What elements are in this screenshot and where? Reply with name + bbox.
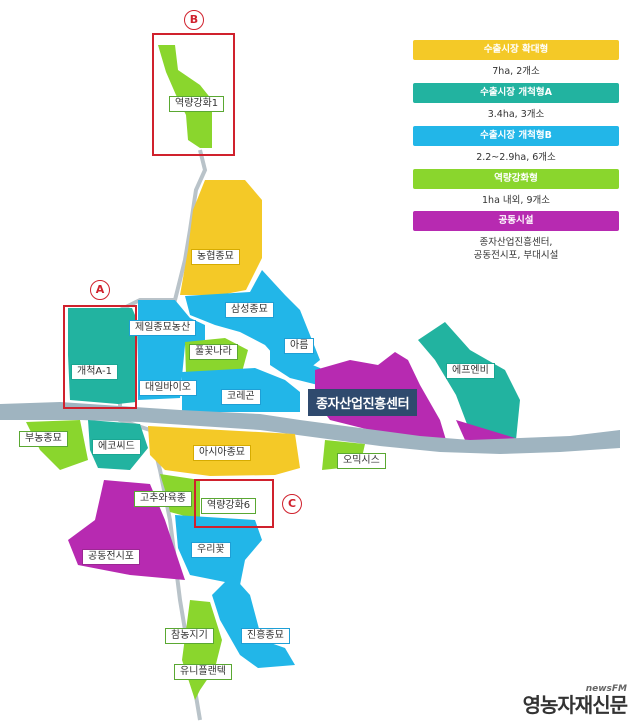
parcel-jinheung-area — [212, 575, 295, 668]
label-yeokryang6: 역량강화6 — [201, 498, 257, 514]
center-label: 종자산업진흥센터 — [308, 389, 418, 416]
parcel-east-strip — [456, 420, 515, 445]
parcel-chamnong-area — [182, 600, 222, 700]
parcel-epeuenbi-area — [418, 322, 520, 440]
label-omiksis: 오믹시스 — [337, 453, 386, 469]
label-bunong: 부농종묘 — [19, 431, 68, 447]
label-daeil: 대일바이오 — [139, 380, 197, 396]
marker-a: A — [90, 280, 110, 300]
legend-desc-3: 1ha 내외, 9개소 — [482, 195, 550, 206]
parcel-nonghyup-area — [180, 180, 262, 295]
label-nonghyup: 농협종묘 — [191, 249, 240, 265]
legend-desc-4: 종자산업진흥센터, 공동전시포, 부대시설 — [473, 237, 559, 261]
label-gochu: 고추와육종 — [134, 491, 192, 507]
parcel-gaechuk-area — [68, 308, 138, 404]
legend-bar-1: 수출시장 개척형A — [413, 83, 619, 103]
label-jeil: 제일종묘농산 — [129, 320, 197, 336]
label-yeokryang1: 역량강화1 — [169, 96, 225, 112]
label-gongdong: 공동전시포 — [82, 549, 140, 565]
brand-main: 영농자재신문 — [522, 693, 628, 717]
legend-desc-1: 3.4ha, 3개소 — [487, 109, 545, 120]
label-koregon: 코레곤 — [221, 389, 261, 405]
legend-bar-4: 공동시설 — [413, 211, 619, 231]
legend-desc-2: 2.2~2.9ha, 6개소 — [476, 152, 556, 163]
marker-c: C — [282, 494, 302, 514]
label-pulkkot: 풀꽃나라 — [189, 344, 238, 360]
label-ekosid: 에코씨드 — [92, 439, 141, 455]
marker-b: B — [184, 10, 204, 30]
river — [0, 402, 620, 454]
legend-bar-2: 수출시장 개척형B — [413, 126, 619, 146]
brand-logo: newsFM 영농자재신문 — [522, 684, 628, 717]
label-asia: 아시아종묘 — [193, 445, 251, 461]
label-samsung: 삼성종묘 — [225, 302, 274, 318]
legend-bar-3: 역량강화형 — [413, 169, 619, 189]
label-jinheung: 진흥종묘 — [241, 628, 290, 644]
highlight-box-b — [152, 33, 235, 156]
highlight-box-a — [63, 305, 137, 409]
label-areum: 아름 — [284, 338, 315, 354]
legend-desc-0: 7ha, 2개소 — [492, 66, 540, 77]
label-chamnong: 참농지기 — [165, 628, 214, 644]
label-uri: 우리꽃 — [191, 542, 231, 558]
label-gaechuk-a1: 개척A-1 — [71, 364, 118, 380]
label-yuni: 유니플랜텍 — [174, 664, 232, 680]
legend-bar-0: 수출시장 확대형 — [413, 40, 619, 60]
highlight-box-c — [194, 479, 274, 528]
label-epeuenbi: 에프엔비 — [446, 363, 495, 379]
brand-top: newsFM — [585, 684, 627, 694]
